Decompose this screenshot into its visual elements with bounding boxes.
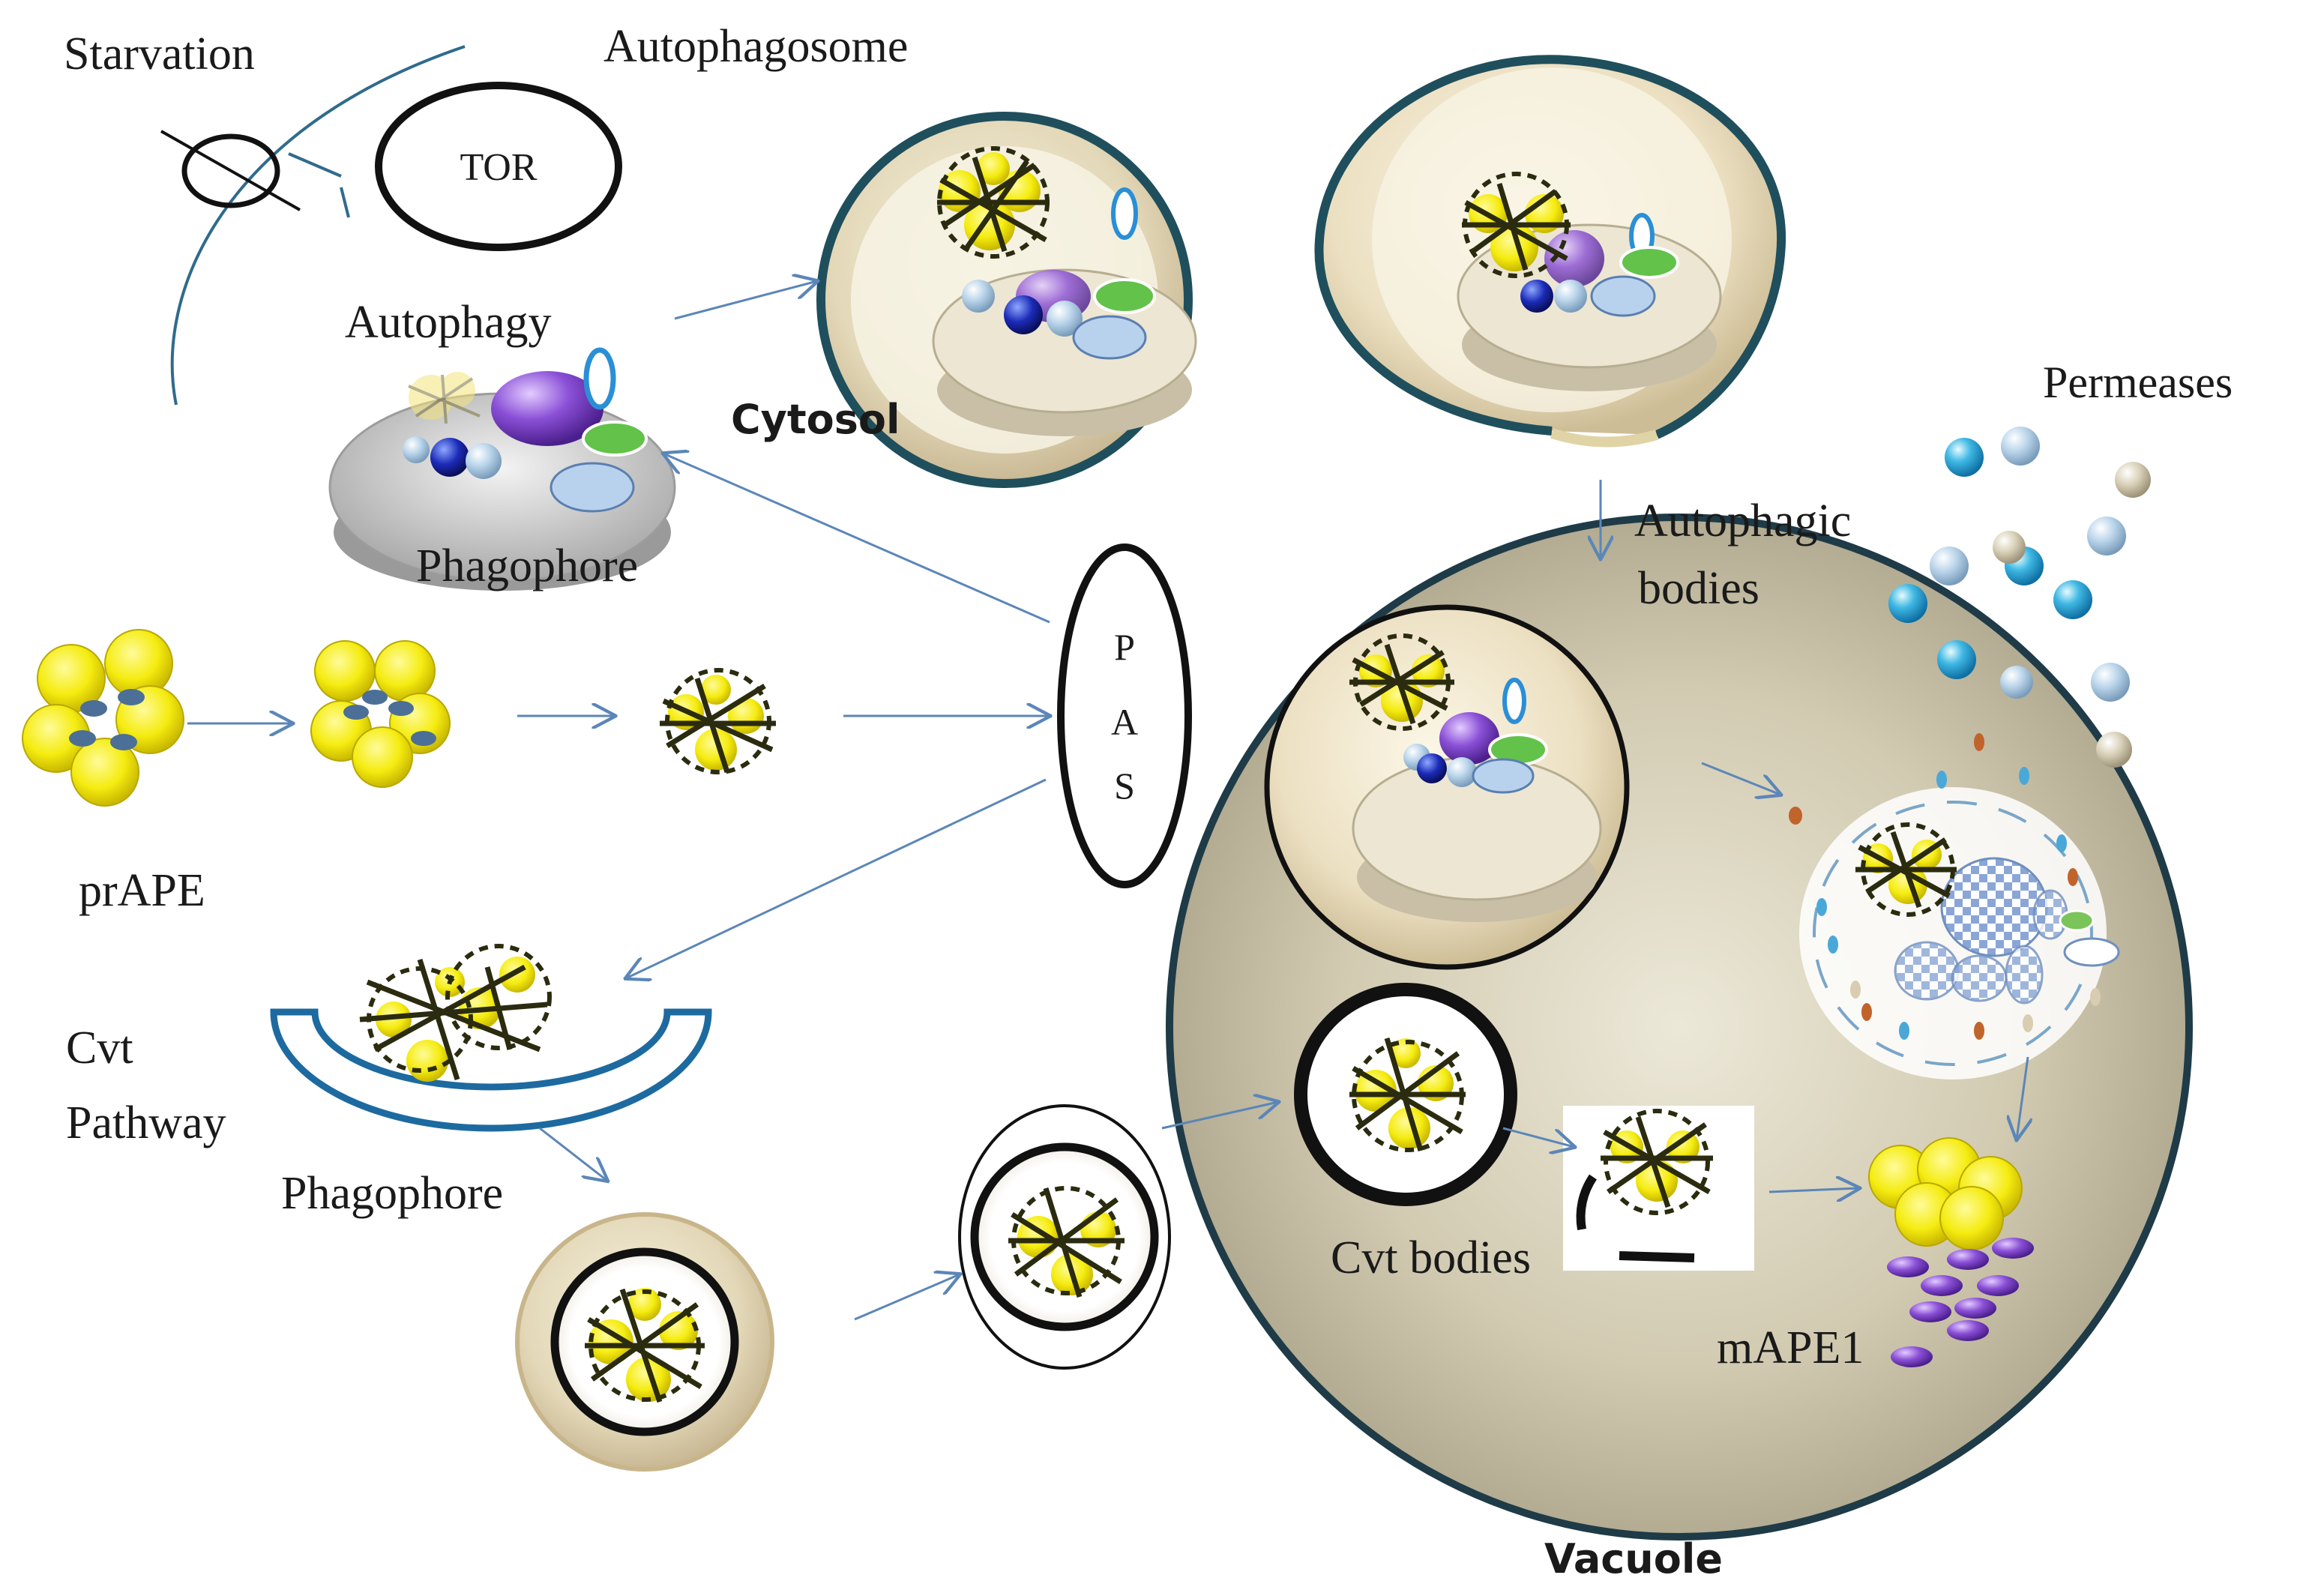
- tor-inhibition-line: [288, 152, 342, 178]
- starvation-membrane-arc: [170, 45, 466, 406]
- prape-aggregate-autophagic-body: [1349, 633, 1454, 731]
- label-cvt: Cvt: [66, 1023, 133, 1073]
- permease-beads: [1888, 427, 2151, 768]
- cvt-vesicle: [515, 1212, 774, 1472]
- mape1-cluster: [1868, 1137, 2034, 1367]
- autophagosome-fusing: [1314, 55, 1786, 448]
- cvt-body: [1294, 983, 1517, 1206]
- prape-aggregate-autophagosome: [937, 146, 1050, 259]
- label-vacuole: Vacuole: [1544, 1535, 1723, 1583]
- label-cytosol: Cytosol: [731, 396, 900, 443]
- label-pas-s: S: [1114, 765, 1135, 807]
- arrows: [187, 281, 2028, 1321]
- phagophore-autophagy: [328, 347, 676, 591]
- arrow-pas-to-cvt-cup: [626, 778, 1047, 978]
- cvt-phagophore-cup: [270, 944, 712, 1132]
- tor-oval: [375, 82, 622, 251]
- tor-inhibition-bar: [340, 187, 350, 218]
- label-starvation: Starvation: [64, 28, 255, 79]
- prape-aggregate-cup: [359, 944, 552, 1082]
- label-autophagy: Autophagy: [345, 297, 552, 348]
- arrow-autophagic-body-to-degradation: [1701, 762, 1780, 795]
- arrow-pas-to-phagophore: [663, 454, 1050, 624]
- label-pathway: Pathway: [66, 1097, 226, 1148]
- arrow-lysing-to-mape1: [1768, 1188, 1859, 1192]
- label-pas-a: A: [1111, 701, 1138, 743]
- label-cvt-bodies: Cvt bodies: [1331, 1232, 1531, 1283]
- label-tor: TOR: [460, 146, 537, 189]
- label-autophagosome: Autophagosome: [603, 21, 908, 72]
- prape-dodecamer-1: [22, 629, 184, 807]
- degradation-zone: [1789, 733, 2120, 1079]
- arrow-cup-to-vesicle: [539, 1127, 607, 1181]
- arrow-degradation-to-mape1: [2017, 1056, 2028, 1139]
- label-prape: prAPE: [79, 865, 205, 916]
- arrow-fusing-to-cvt-body: [1161, 1102, 1278, 1130]
- label-pas-p: P: [1114, 626, 1135, 668]
- label-bodies: bodies: [1638, 563, 1759, 614]
- prape-aggregate-fusing: [1462, 172, 1571, 278]
- starvation-null-icon: [160, 130, 301, 211]
- pas-oval: [1057, 543, 1192, 888]
- autophagosome-cytosol: [816, 112, 1197, 488]
- arrow-vesicle-to-fusing: [854, 1274, 960, 1321]
- prape-aggregate-row: [660, 668, 776, 774]
- label-mape1: mAPE1: [1717, 1322, 1864, 1373]
- cvt-vesicle-fusing: [958, 1104, 1171, 1370]
- arrow-cvt-body-to-lysing: [1502, 1127, 1574, 1147]
- arrow-phagophore-to-autophagosome: [674, 281, 817, 320]
- cvt-body-lysing: [1563, 1106, 1754, 1271]
- label-permeases: Permeases: [2043, 358, 2233, 407]
- label-autophagic: Autophagic: [1634, 496, 1851, 546]
- prape-dodecamer-2: [310, 640, 451, 788]
- label-phagophore-bottom: Phagophore: [281, 1168, 503, 1219]
- autophagic-body: [1264, 604, 1630, 970]
- label-phagophore-top: Phagophore: [416, 540, 638, 591]
